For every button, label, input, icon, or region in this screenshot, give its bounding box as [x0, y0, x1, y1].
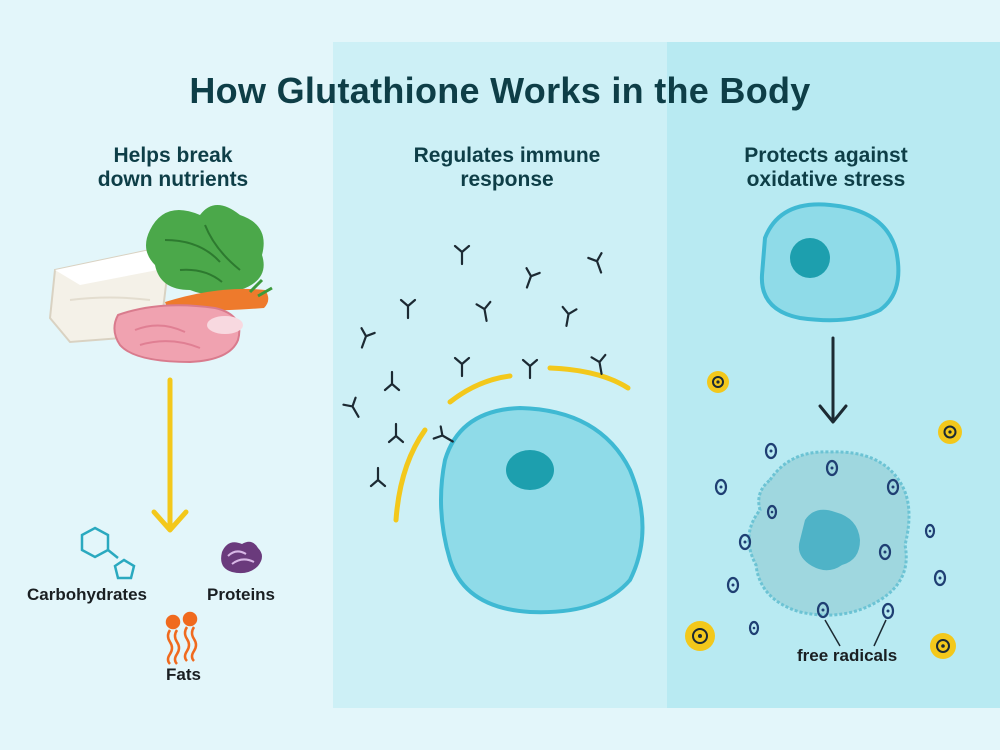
antibody-icon	[383, 370, 401, 392]
panel-heading-oxidative: Protects against oxidative stress	[686, 144, 966, 192]
panel-heading-line: oxidative stress	[746, 168, 906, 191]
antibody-icon	[432, 425, 454, 443]
panel-heading-line: Protects against	[744, 144, 908, 167]
antibody-icon	[590, 353, 607, 375]
free-radical-icon	[707, 371, 729, 393]
label-carbohydrates: Carbohydrates	[27, 585, 147, 604]
damaged-cell-nucleus	[798, 509, 860, 571]
damaged-cell	[747, 450, 911, 617]
panel-left-bg	[0, 0, 333, 750]
label-proteins: Proteins	[207, 585, 276, 604]
antibody-icon	[360, 327, 376, 349]
antibody-group	[342, 244, 607, 488]
antibody-icon	[521, 358, 539, 380]
free-radical-icon	[938, 420, 962, 444]
free-radical-icon	[764, 442, 778, 460]
antibody-icon	[525, 267, 541, 289]
page-title: How Glutathione Works in the Body	[189, 70, 811, 111]
free-radical-icon	[738, 533, 752, 551]
antibody-icon	[453, 244, 471, 266]
antibody-icon	[342, 396, 360, 418]
free-radical-icon	[930, 633, 956, 659]
free-radical-icon	[886, 478, 900, 496]
free-radical-icon	[748, 620, 760, 636]
free-radical-icon	[825, 459, 839, 477]
label-free-radicals: free radicals	[797, 646, 898, 665]
free-radical-icon	[881, 602, 895, 620]
antibody-icon	[453, 356, 471, 378]
free-radical-icon	[933, 569, 947, 587]
immune-cell-nucleus	[506, 450, 554, 490]
immune-cell	[439, 405, 645, 615]
panel-heading-immune: Regulates immune response	[367, 144, 647, 192]
food-group-icon	[48, 205, 273, 364]
free-radicals-pointer-lines	[824, 619, 887, 647]
free-radical-icon	[924, 523, 936, 539]
healthy-cell	[759, 202, 901, 323]
free-radical-icon	[878, 543, 892, 561]
down-arrow-icon	[818, 336, 848, 424]
free-radical-icon	[816, 601, 830, 619]
panel-heading-line: down nutrients	[97, 168, 249, 191]
free-radical-icon	[726, 576, 740, 594]
free-radical-icon	[766, 504, 778, 520]
antibody-icon	[387, 422, 405, 444]
panel-heading-line: response	[460, 168, 554, 191]
antibody-icon	[369, 466, 387, 488]
binding-arcs	[393, 365, 631, 523]
free-radical-icon	[714, 478, 728, 496]
free-radical-group	[685, 371, 962, 659]
antibody-icon	[475, 300, 492, 322]
free-radical-icon	[685, 621, 715, 651]
antibody-icon	[399, 298, 417, 320]
panel-heading-nutrients: Helps break down nutrients	[33, 144, 313, 192]
label-fats: Fats	[166, 665, 201, 684]
panel-heading-line: Helps break	[113, 144, 233, 167]
healthy-cell-nucleus	[790, 238, 830, 278]
carbohydrate-molecule-icon	[80, 526, 136, 580]
antibody-icon	[561, 305, 578, 327]
protein-icon	[221, 541, 262, 574]
panel-heading-line: Regulates immune	[413, 144, 601, 167]
antibody-icon	[587, 252, 603, 274]
fat-molecule-icon	[165, 611, 198, 665]
yellow-arrow-icon	[151, 377, 189, 533]
